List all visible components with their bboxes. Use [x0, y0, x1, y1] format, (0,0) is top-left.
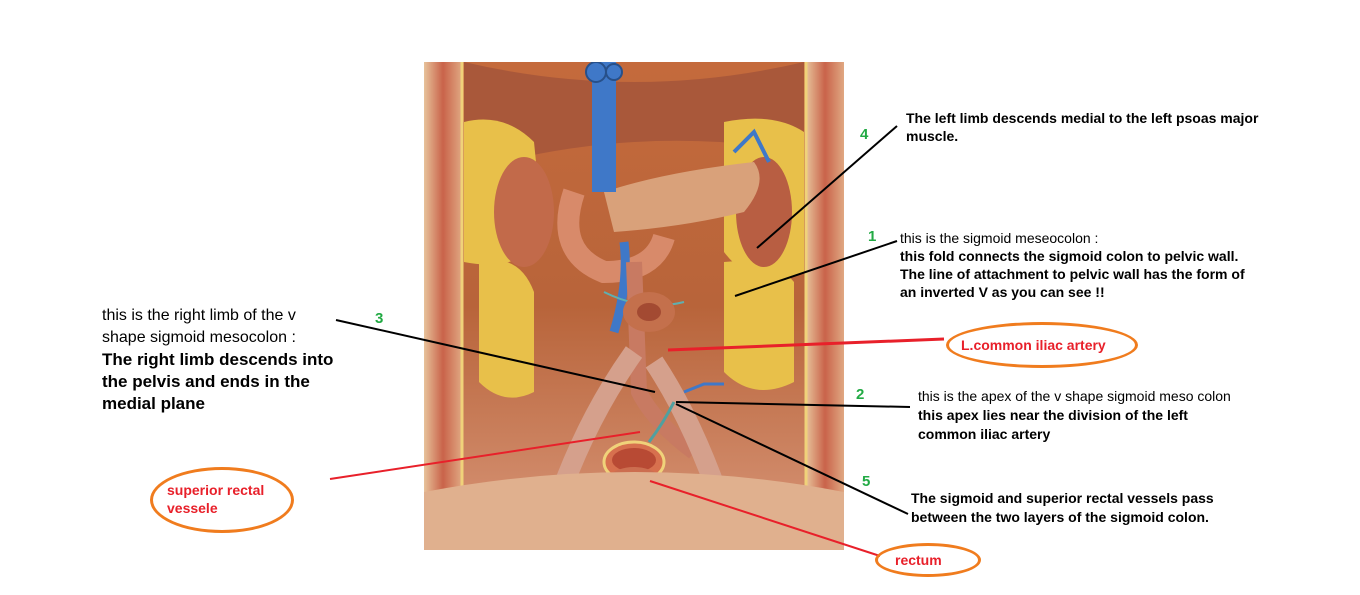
- annotation-3-line-3: The right limb descends into: [102, 350, 334, 369]
- annotation-2-line-2: this apex lies near the division of the …: [918, 407, 1188, 423]
- label-superior-rectal-line-2: vessele: [167, 500, 218, 516]
- label-superior-rectal-vessele: superior rectal vessele: [167, 481, 264, 517]
- annotation-5-line-1: The sigmoid and superior rectal vessels …: [911, 490, 1214, 506]
- annotation-number-2: 2: [856, 386, 865, 403]
- label-superior-rectal-line-1: superior rectal: [167, 482, 265, 498]
- label-ellipse-iliac: [946, 322, 1138, 368]
- annotation-3-line-4: the pelvis and ends in the: [102, 372, 310, 391]
- annotation-4-line-1: The left limb descends medial to the lef…: [906, 110, 1259, 126]
- label-ellipse-superior-rectal: [150, 467, 294, 533]
- annotation-4-line-2: muscle.: [906, 128, 959, 144]
- label-rectum: rectum: [895, 552, 942, 568]
- label-common-iliac-artery: L.common iliac artery: [961, 337, 1106, 353]
- annotation-number-4: 4: [860, 126, 869, 143]
- annotation-3-line-5: medial plane: [102, 394, 205, 413]
- annotation-2-line-3: common iliac artery: [918, 426, 1051, 442]
- annotation-1-line-3: The line of attachment to pelvic wall ha…: [900, 266, 1245, 282]
- annotation-number-3: 3: [375, 310, 384, 327]
- annotation-1-line-4: an inverted V as you can see !!: [900, 284, 1105, 300]
- annotation-1-line-2: this fold connects the sigmoid colon to …: [900, 248, 1239, 264]
- annotation-1: this is the sigmoid meseocolon : this fo…: [900, 229, 1245, 301]
- annotation-5-line-2: between the two layers of the sigmoid co…: [911, 509, 1209, 525]
- annotation-2-line-1: this is the apex of the v shape sigmoid …: [918, 388, 1231, 404]
- annotation-3-line-1: this is the right limb of the v: [102, 307, 296, 324]
- annotation-number-5: 5: [862, 473, 871, 490]
- label-ellipse-rectum: [875, 543, 981, 577]
- annotation-number-1: 1: [868, 228, 877, 245]
- abdominal-anatomy-illustration: [424, 62, 844, 550]
- annotation-1-line-1: this is the sigmoid meseocolon :: [900, 230, 1099, 246]
- annotation-3-line-2: shape sigmoid mesocolon :: [102, 329, 296, 346]
- annotation-3: this is the right limb of the v shape si…: [102, 305, 333, 415]
- annotation-4: The left limb descends medial to the lef…: [906, 109, 1258, 145]
- annotation-5: The sigmoid and superior rectal vessels …: [911, 489, 1214, 527]
- annotation-2: this is the apex of the v shape sigmoid …: [918, 387, 1231, 444]
